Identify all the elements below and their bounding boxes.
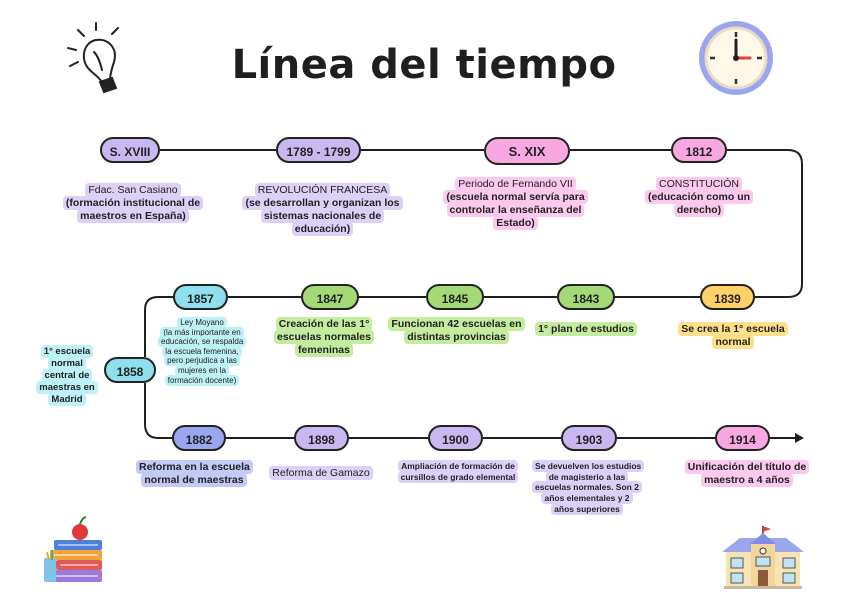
date-pill: S. XIX [484,137,570,165]
event-description: 1° plan de estudios [535,322,637,336]
date-pill: 1843 [557,284,615,310]
event-description: Reforma en la escuela normal de maestras [136,460,253,488]
date-pill: 1839 [700,284,755,310]
event-title: CONSTITUCIÓN [656,177,742,191]
event-description: Ampliación de formación de cursillos de … [397,460,519,483]
page-title: Línea del tiempo [231,42,617,88]
event-description: (escuela normal servía para controlar la… [443,190,588,231]
event-card: Fdac. San Casiano (formación institucion… [48,183,218,224]
date-pill: 1882 [172,425,226,451]
event-description: (formación institucional de maestros en … [62,196,204,224]
event-title: Periodo de Fernando VII [455,177,576,191]
date-pill: 1858 [104,357,156,383]
event-description: (la más importante en educación, se resp… [158,326,247,386]
event-description: Unificación del título de maestro a 4 añ… [684,460,810,488]
event-card: Unificación del título de maestro a 4 añ… [682,460,812,488]
event-card: CONSTITUCIÓN (educación como un derecho) [634,177,764,218]
event-description: Creación de las 1° escuelas normales fem… [274,317,374,358]
date-pill: 1914 [715,425,770,451]
date-pill: 1898 [294,425,349,451]
date-pill: 1857 [173,284,228,310]
event-description: Se devuelven los estudios de magisterio … [532,460,645,515]
event-description: 1° escuela normal central de maestras en… [36,345,98,406]
event-card: Ley Moyano (la más importante en educaci… [158,317,247,386]
event-description: Reforma de Gamazo [269,466,373,480]
event-title: REVOLUCIÓN FRANCESA [254,183,391,197]
event-description: Se crea la 1° escuela normal [678,322,788,350]
event-card: REVOLUCIÓN FRANCESA (se desarrollan y or… [240,183,405,237]
event-card: Creación de las 1° escuelas normales fem… [262,317,386,358]
event-card: Reforma en la escuela normal de maestras [136,460,253,488]
event-card: Se crea la 1° escuela normal [668,322,798,350]
date-pill: S. XVIII [100,137,160,163]
event-card: Funcionan 42 escuelas en distintas provi… [384,317,529,345]
event-card: Ampliación de formación de cursillos de … [396,460,520,483]
event-card: Se devuelven los estudios de magisterio … [532,460,645,515]
date-pill: 1900 [428,425,483,451]
event-description: (educación como un derecho) [644,190,754,218]
date-pill: 1847 [301,284,359,310]
date-pill: 1789 - 1799 [276,137,361,163]
school-icon [722,526,804,589]
event-description: (se desarrollan y organizan los sistemas… [242,196,403,237]
event-card: 1° escuela normal central de maestras en… [34,345,100,406]
event-card: Reforma de Gamazo [256,466,386,480]
event-description: Funcionan 42 escuelas en distintas provi… [388,317,525,345]
event-card: 1° plan de estudios [530,322,642,336]
date-pill: 1845 [426,284,484,310]
clock-icon [699,21,773,95]
date-pill: 1812 [671,137,727,163]
event-title: Ley Moyano [177,317,227,328]
books-icon [44,516,102,582]
lightbulb-icon [67,22,119,94]
date-pill: 1903 [561,425,617,451]
event-title: Fdac. San Casiano [85,183,181,197]
event-card: Periodo de Fernando VII (escuela normal … [433,177,598,231]
